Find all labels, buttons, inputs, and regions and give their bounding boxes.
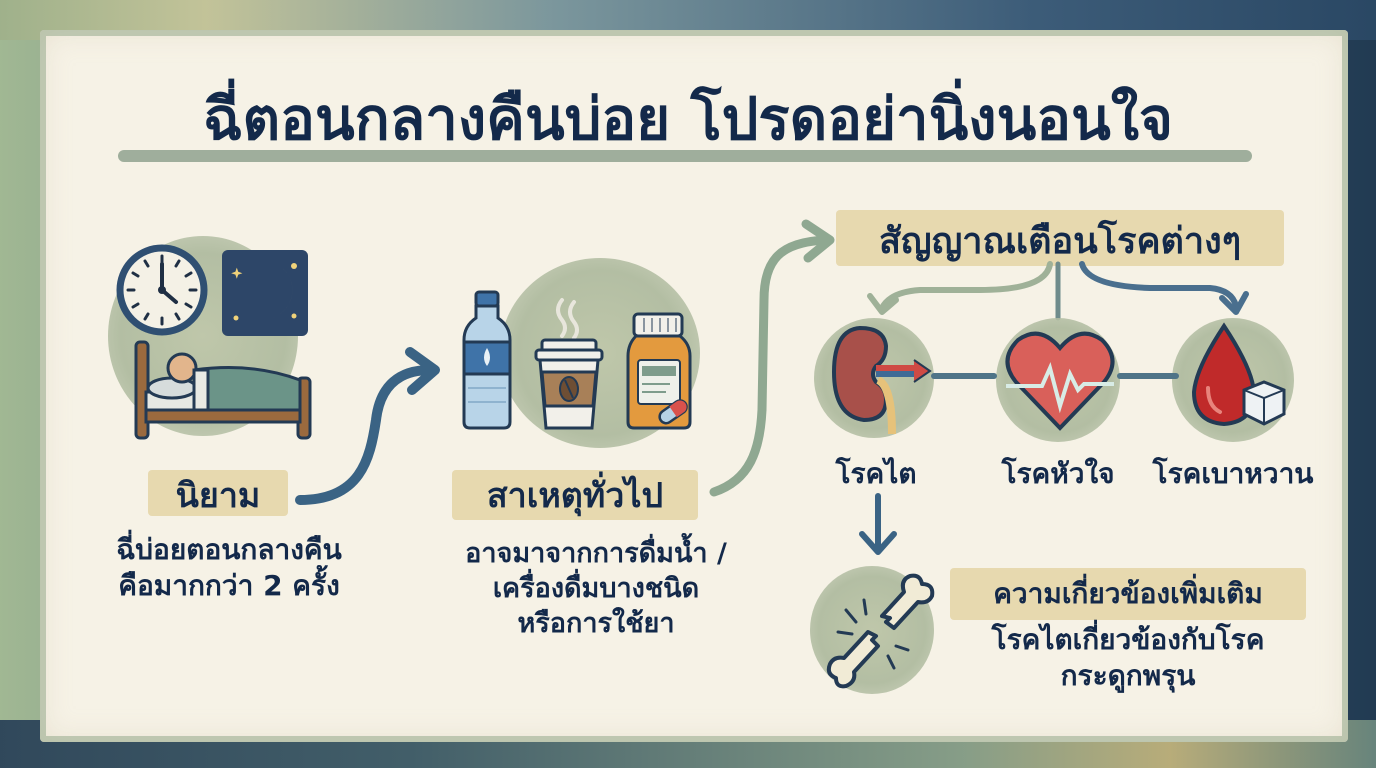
causes-heading: สาเหตุทั่วไป (486, 476, 664, 516)
arrow-kidney-to-bone (859, 493, 897, 555)
disease-label-diabetes: โรคเบาหวาน (1152, 457, 1314, 490)
causes-line-2: เครื่องดื่มบางชนิด (492, 573, 700, 605)
heart-pulse-icon (1005, 331, 1115, 431)
broken-bone-icon (826, 573, 935, 689)
disease-label-heart: โรคหัวใจ (1001, 457, 1115, 490)
causes-heading-highlight (452, 470, 698, 520)
definition-heading-highlight (148, 470, 288, 516)
related-text: โรคไตเกี่ยวข้องกับโรค กระดูกพรุน (950, 622, 1306, 695)
blood-drop-sugar-icon (1191, 322, 1286, 427)
medicine-bottle-icon (626, 312, 692, 430)
clock-icon (116, 244, 208, 336)
definition-text: ฉี่บ่อยตอนกลางคืน คือมากกว่า 2 ครั้ง (64, 532, 394, 605)
warnings-heading: สัญญาณเตือนโรคต่างๆ (878, 221, 1242, 262)
definition-line-2: คือมากกว่า 2 ครั้ง (118, 569, 340, 603)
disease-label-kidney: โรคไต (835, 457, 917, 490)
arrow-causes-to-warnings (709, 219, 835, 497)
person-sleeping-bed-icon (134, 340, 312, 440)
moon-night-icon (222, 250, 308, 336)
water-bottle-icon (462, 290, 512, 430)
connector-lines (931, 373, 1179, 379)
definition-line-1: ฉี่บ่อยตอนกลางคืน (116, 533, 342, 566)
causes-text: อาจมาจากการดื่มน้ำ / เครื่องดื่มบางชนิด … (416, 536, 776, 641)
arrow-definition-to-causes (295, 347, 440, 505)
related-heading-highlight (950, 568, 1306, 620)
causes-line-3: หรือการใช้ยา (517, 608, 675, 640)
page-title: ฉี่ตอนกลางคืนบ่อย โปรดอย่านิ่งนอนใจ (202, 85, 1174, 153)
related-line-2: กระดูกพรุน (1060, 659, 1196, 693)
title-underline (118, 150, 1252, 162)
warnings-heading-highlight (836, 210, 1284, 266)
definition-heading: นิยาม (175, 476, 261, 516)
related-heading: ความเกี่ยวข้องเพิ่มเติม (993, 577, 1263, 610)
coffee-cup-icon (534, 298, 604, 430)
kidney-icon (831, 325, 932, 435)
related-line-1: โรคไตเกี่ยวข้องกับโรค (991, 623, 1265, 656)
causes-line-1: อาจมาจากการดื่มน้ำ / (465, 538, 727, 569)
branch-arrows (867, 261, 1249, 321)
